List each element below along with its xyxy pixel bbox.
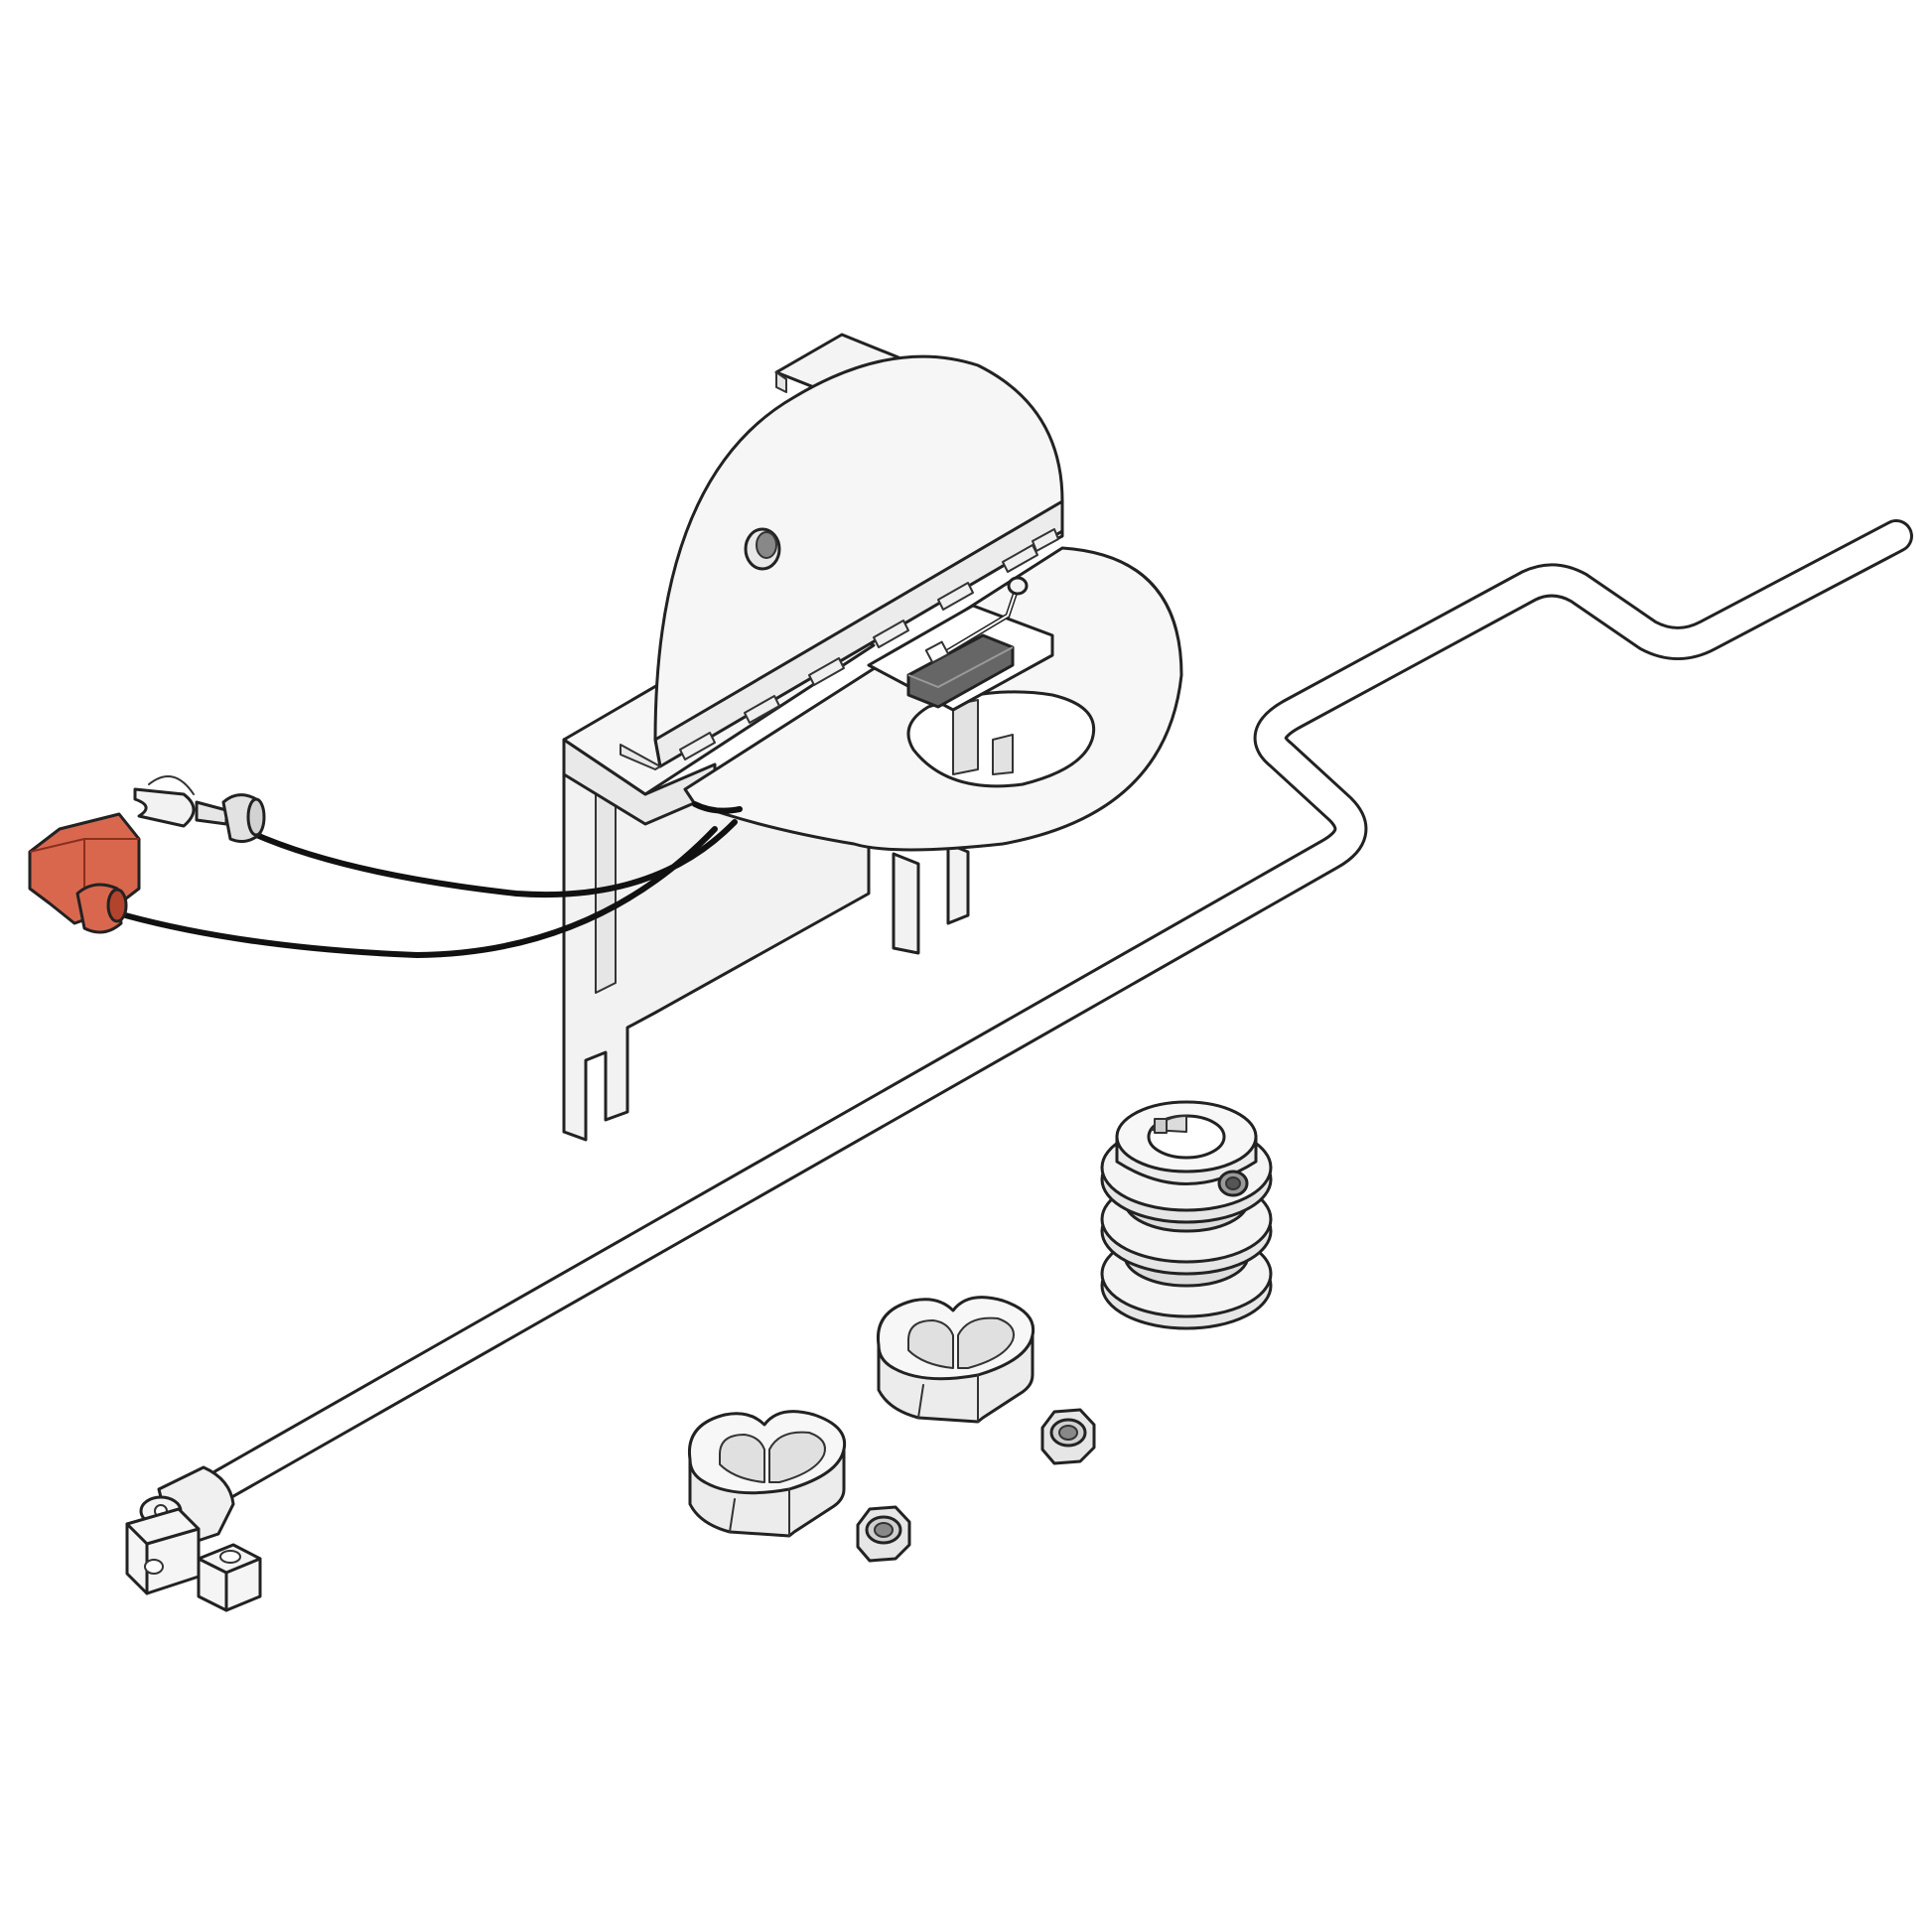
crank-rod-icon bbox=[207, 519, 1913, 1501]
hex-nut-icon bbox=[1040, 1408, 1096, 1465]
hex-nut-icon bbox=[856, 1505, 911, 1563]
spacer-clip-icon bbox=[687, 1410, 847, 1538]
universal-joint-icon bbox=[125, 1465, 262, 1612]
fork-terminal-icon bbox=[133, 775, 266, 844]
hinged-cover-icon bbox=[620, 333, 1064, 770]
double-pulley-icon bbox=[1100, 1100, 1273, 1330]
wire-icon bbox=[108, 801, 743, 959]
insulated-connector-icon bbox=[28, 812, 141, 934]
spacer-clip-icon bbox=[876, 1296, 1035, 1424]
micro-switch-icon bbox=[906, 576, 1029, 709]
